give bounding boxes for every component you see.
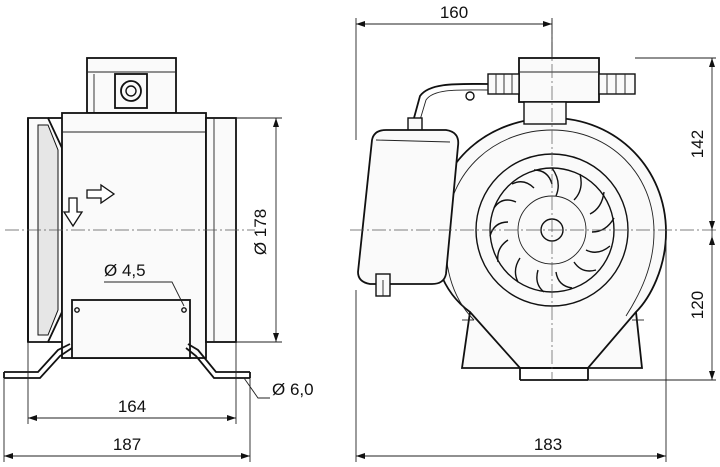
dim-lower-height: 120 — [588, 230, 716, 381]
duct-diameter-label: Ø 178 — [251, 209, 270, 255]
front-view: 160 142 120 183 — [350, 3, 716, 462]
dim-top-width: 160 — [355, 3, 553, 140]
hole-foot-label: Ø 6,0 — [272, 380, 314, 399]
front-scroll-housing — [432, 117, 667, 381]
overall-front-label: 183 — [534, 435, 562, 454]
dim-hole-foot: Ø 6,0 — [243, 377, 314, 399]
side-base-bracket — [3, 343, 251, 379]
dim-duct-diameter: Ø 178 — [236, 117, 282, 343]
dim-overall-front: 183 — [355, 240, 667, 462]
dim-hole-small: Ø 4,5 — [104, 261, 185, 307]
spigot-length-label: 164 — [118, 397, 146, 416]
top-width-label: 160 — [440, 3, 468, 22]
hole-small-label: Ø 4,5 — [104, 261, 146, 280]
upper-height-label: 142 — [688, 130, 707, 158]
front-capacitor — [357, 117, 460, 297]
arrow-down-icon — [62, 197, 84, 228]
side-terminal-box — [86, 57, 177, 114]
side-view: Ø 178 Ø 4,5 Ø 6,0 164 187 — [3, 57, 314, 462]
arrow-right-icon — [86, 183, 116, 205]
overall-side-label: 187 — [113, 435, 141, 454]
dim-overall-side: 187 — [3, 378, 251, 462]
dim-upper-height: 142 — [635, 57, 716, 230]
side-mounting-plate — [71, 299, 191, 359]
dim-spigot-length: 164 — [27, 342, 237, 424]
lower-height-label: 120 — [688, 291, 707, 319]
front-terminal-box — [413, 57, 636, 125]
